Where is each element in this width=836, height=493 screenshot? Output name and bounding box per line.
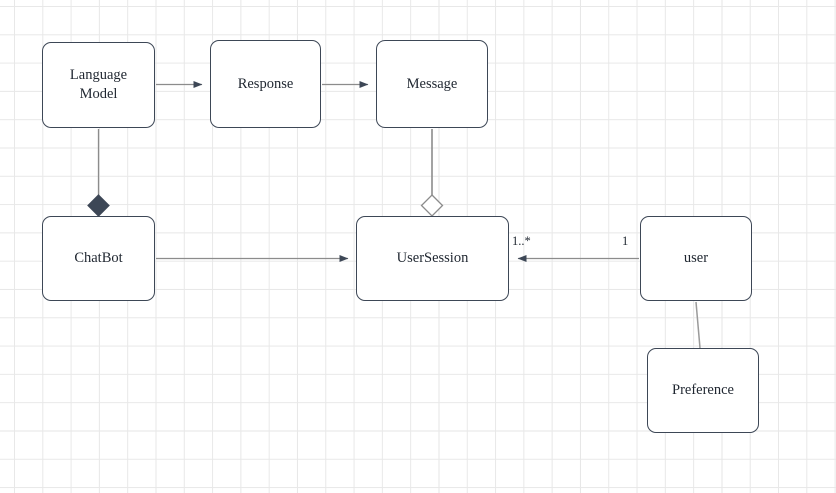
node-chatbot-label: ChatBot <box>74 250 123 267</box>
node-response-label: Response <box>237 75 294 92</box>
filled-diamond-marker <box>87 194 110 217</box>
multiplicity-user-end: 1 <box>622 234 629 248</box>
node-usersession-label: UserSession <box>396 250 469 267</box>
node-response[interactable]: Response <box>210 40 321 128</box>
node-language-model-label-line1: Language <box>69 67 128 84</box>
edge-language-model-to-chatbot <box>87 129 110 217</box>
node-user[interactable]: user <box>640 216 752 301</box>
node-language-model[interactable]: Language Model <box>42 42 155 128</box>
node-usersession[interactable]: UserSession <box>356 216 509 301</box>
edge-user-to-preference <box>695 301 701 349</box>
node-user-label: user <box>683 250 709 267</box>
node-message[interactable]: Message <box>376 40 488 128</box>
node-preference-label: Preference <box>672 382 734 399</box>
hollow-diamond-marker <box>420 194 444 217</box>
edge-message-to-usersession <box>420 129 444 217</box>
node-message-label: Message <box>406 75 458 92</box>
node-language-model-label-line2: Model <box>79 86 118 102</box>
node-preference[interactable]: Preference <box>647 348 759 433</box>
multiplicity-usersession-end: 1..* <box>512 234 531 248</box>
node-chatbot[interactable]: ChatBot <box>42 216 155 301</box>
node-language-model-label: Language Model <box>70 66 127 104</box>
